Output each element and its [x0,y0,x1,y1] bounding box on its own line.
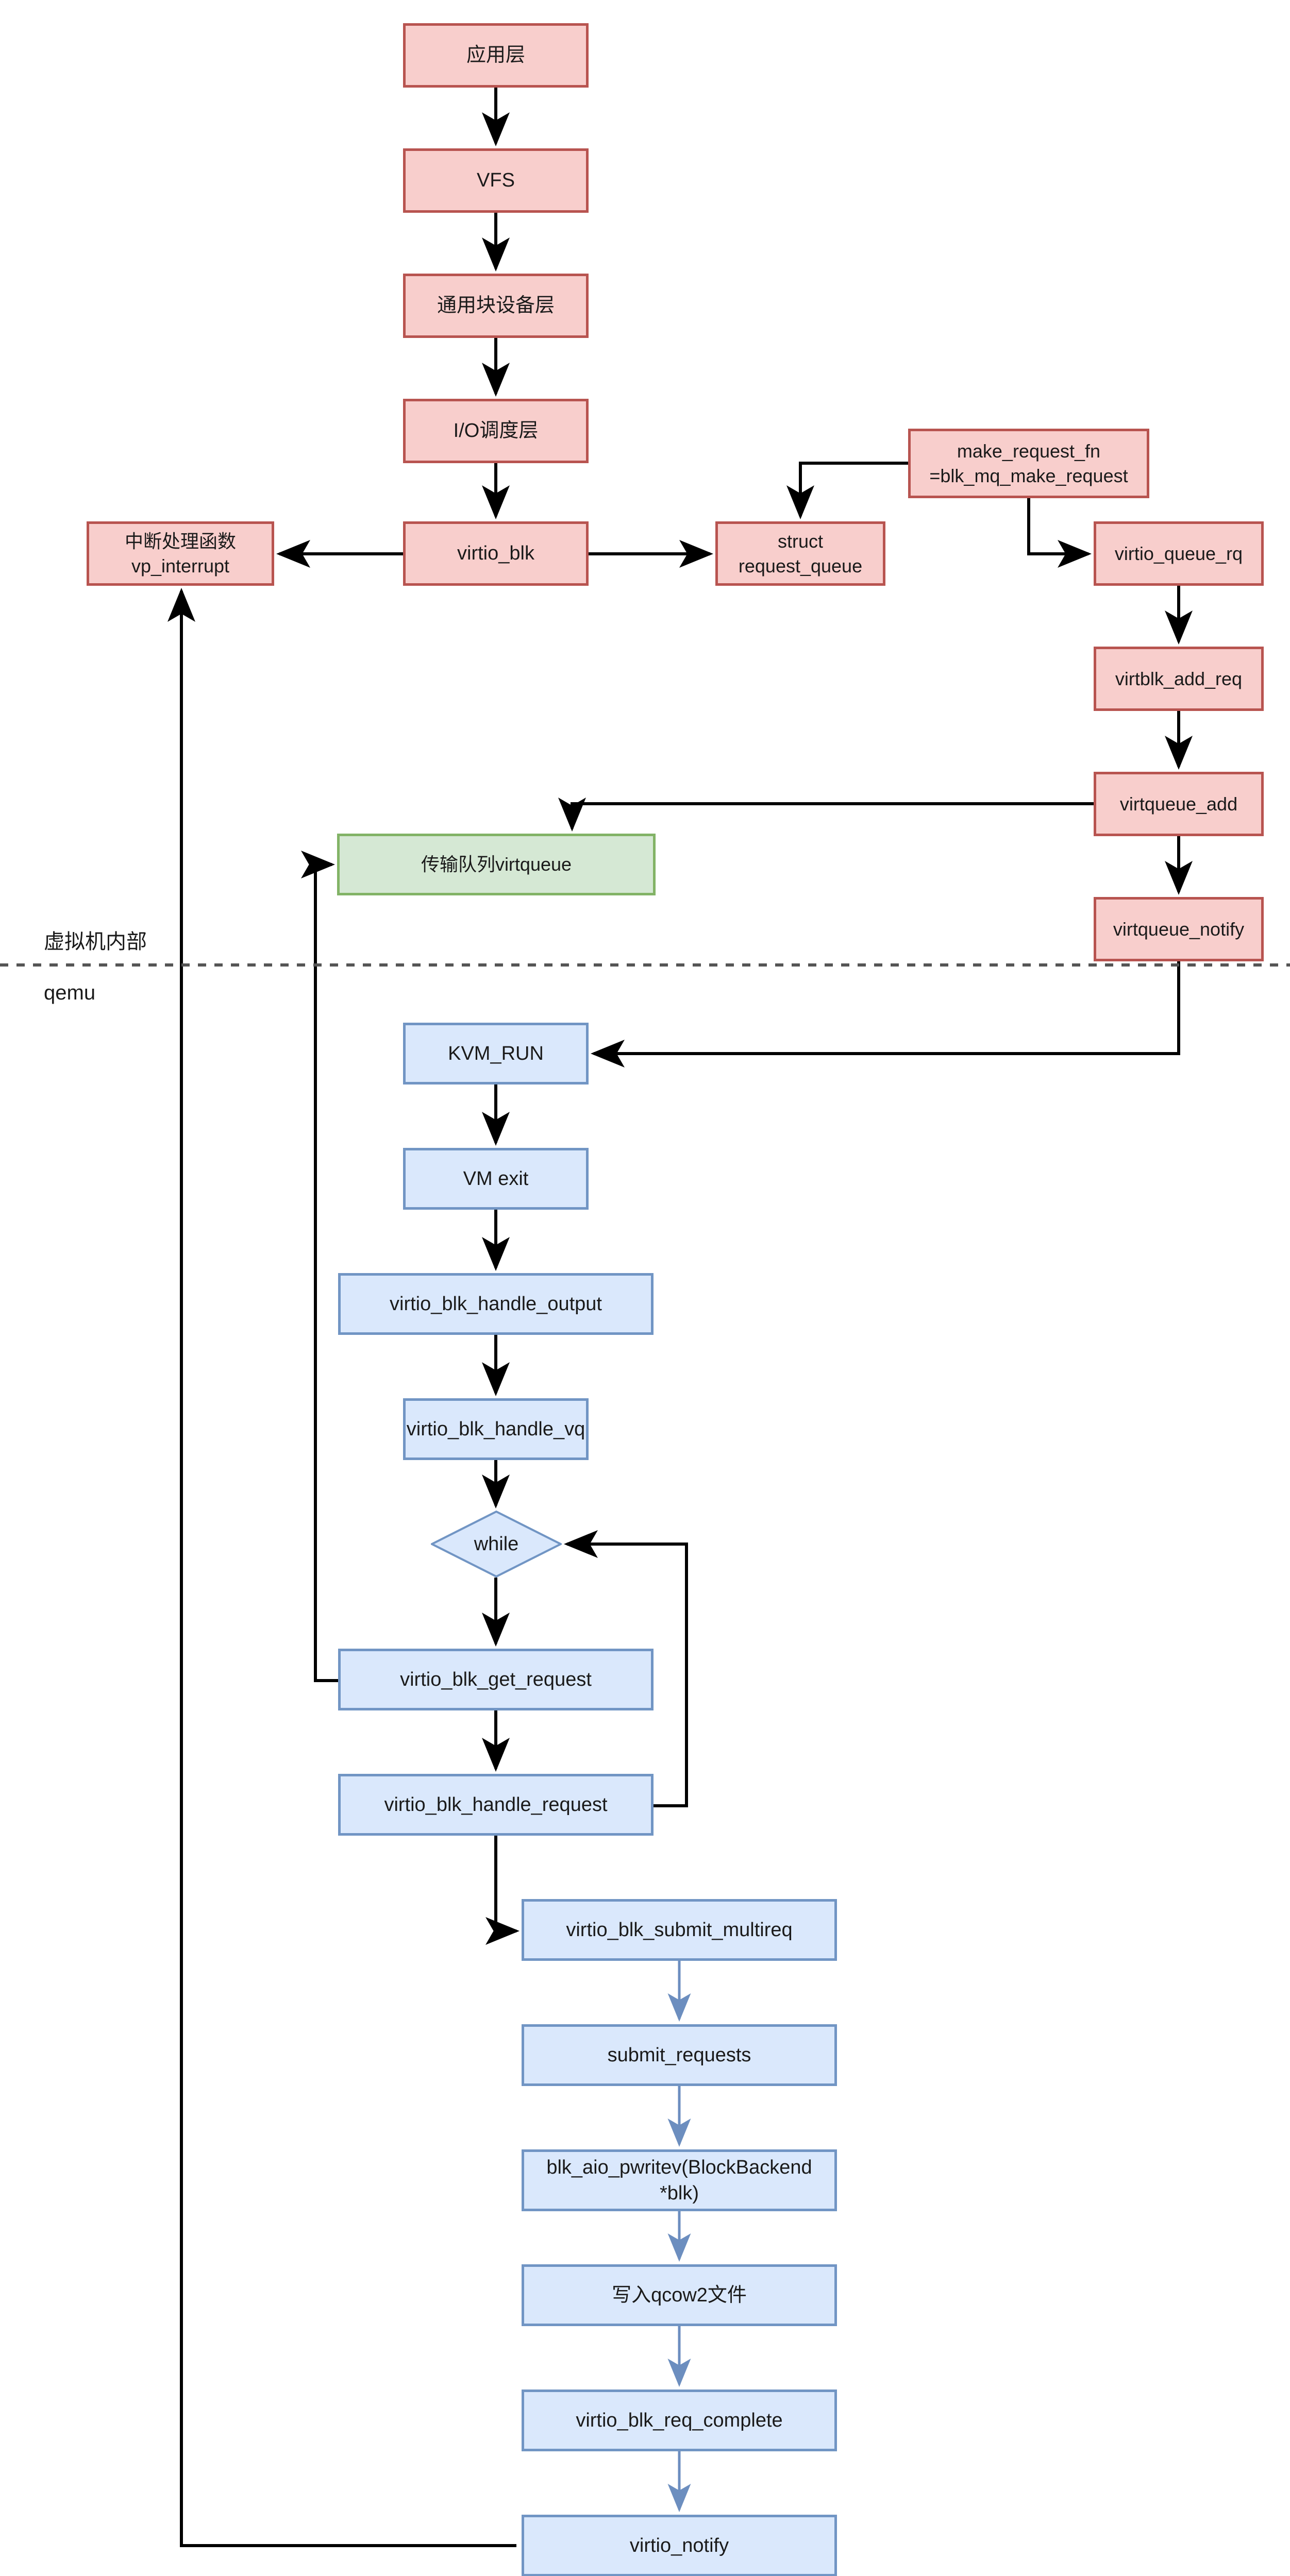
node-label-virtqueue-notify: virtqueue_notify [1113,918,1245,940]
node-label-virtblk-add-req: virtblk_add_req [1115,668,1243,689]
process-node-virtio-blk-get-request[interactable]: virtio_blk_get_request [338,1649,654,1710]
process-node-virtio-blk-submit-multireq[interactable]: virtio_blk_submit_multireq [522,1899,837,1961]
node-label-transport-virtqueue: 传输队列virtqueue [421,854,572,875]
node-label-virtio-blk: virtio_blk [457,543,534,565]
node-label-blk-aio-pwritev: blk_aio_pwritev(BlockBackend *blk) [546,2156,812,2204]
node-label-io-scheduler-layer: I/O调度层 [453,420,539,442]
node-label-virtio-blk-req-complete: virtio_blk_req_complete [576,2409,783,2431]
process-node-write-qcow2[interactable]: 写入qcow2文件 [522,2264,837,2326]
node-label-generic-block-layer: 通用块设备层 [437,295,555,317]
process-node-virtqueue-notify[interactable]: virtqueue_notify [1094,897,1264,961]
process-node-kvm-run[interactable]: KVM_RUN [403,1023,589,1084]
node-label-virtio-blk-get-request: virtio_blk_get_request [400,1668,592,1690]
node-label-write-qcow2: 写入qcow2文件 [612,2284,747,2306]
node-label-struct-request-queue: struct request_queue [738,530,863,577]
edge-e-vqadd-transport [558,798,1094,832]
process-node-make-request-fn[interactable]: make_request_fn =blk_mq_make_request [908,429,1149,498]
process-node-blk-aio-pwritev[interactable]: blk_aio_pwritev(BlockBackend *blk) [522,2149,837,2211]
node-label-app-layer: 应用层 [466,44,525,66]
node-label-virtio-notify: virtio_notify [629,2534,729,2556]
edge-e-vqnotify-kvmrun [591,961,1180,1067]
process-node-io-scheduler-layer[interactable]: I/O调度层 [403,399,589,463]
node-label-virtio-blk-handle-request: virtio_blk_handle_request [384,1793,608,1816]
process-node-generic-block-layer[interactable]: 通用块设备层 [403,274,589,338]
process-node-app-layer[interactable]: 应用层 [403,23,589,88]
process-node-vfs[interactable]: VFS [403,148,589,213]
edge-e-handlereq-multireq [485,1836,520,1945]
zone-label-vm-inside: 虚拟机内部 [44,930,147,953]
node-label-virtio-blk-handle-output: virtio_blk_handle_output [390,1293,602,1315]
process-node-virtblk-add-req[interactable]: virtblk_add_req [1094,647,1264,711]
node-label-kvm-run: KVM_RUN [448,1042,544,1064]
process-node-virtio-blk[interactable]: virtio_blk [403,521,589,586]
node-label-submit-requests: submit_requests [607,2044,751,2066]
node-label-virtio-blk-handle-vq: virtio_blk_handle_vq [406,1418,585,1440]
process-node-virtio-blk-req-complete[interactable]: virtio_blk_req_complete [522,2389,837,2451]
process-node-submit-requests[interactable]: submit_requests [522,2024,837,2086]
process-node-vm-exit[interactable]: VM exit [403,1148,589,1210]
node-label-vm-exit: VM exit [463,1167,529,1190]
node-label-virtio-blk-submit-multireq: virtio_blk_submit_multireq [566,1919,793,1941]
decision-node-while[interactable]: while [431,1511,562,1578]
process-node-virtio-queue-rq[interactable]: virtio_queue_rq [1094,521,1264,586]
process-node-transport-virtqueue[interactable]: 传输队列virtqueue [337,834,656,895]
process-node-vp-interrupt[interactable]: 中断处理函数 vp_interrupt [87,521,274,586]
edge-e-mrfn-rq [786,462,908,519]
zone-label-qemu: qemu [44,981,96,1004]
process-node-struct-request-queue[interactable]: struct request_queue [715,521,885,586]
node-label-make-request-fn: make_request_fn =blk_mq_make_request [929,440,1128,486]
edge-e-getreq-transport [301,851,338,1682]
node-label-vfs: VFS [477,170,515,192]
process-node-virtqueue-add[interactable]: virtqueue_add [1094,772,1264,836]
process-node-virtio-blk-handle-output[interactable]: virtio_blk_handle_output [338,1273,654,1335]
edge-e-mrfn-vqrq [1027,498,1092,568]
node-label-virtio-queue-rq: virtio_queue_rq [1114,543,1243,564]
node-label-vp-interrupt: 中断处理函数 vp_interrupt [124,530,236,577]
process-node-virtio-notify[interactable]: virtio_notify [522,2515,837,2576]
node-label-virtqueue-add: virtqueue_add [1119,793,1238,815]
process-node-virtio-blk-handle-request[interactable]: virtio_blk_handle_request [338,1774,654,1836]
process-node-virtio-blk-handle-vq[interactable]: virtio_blk_handle_vq [403,1398,589,1460]
